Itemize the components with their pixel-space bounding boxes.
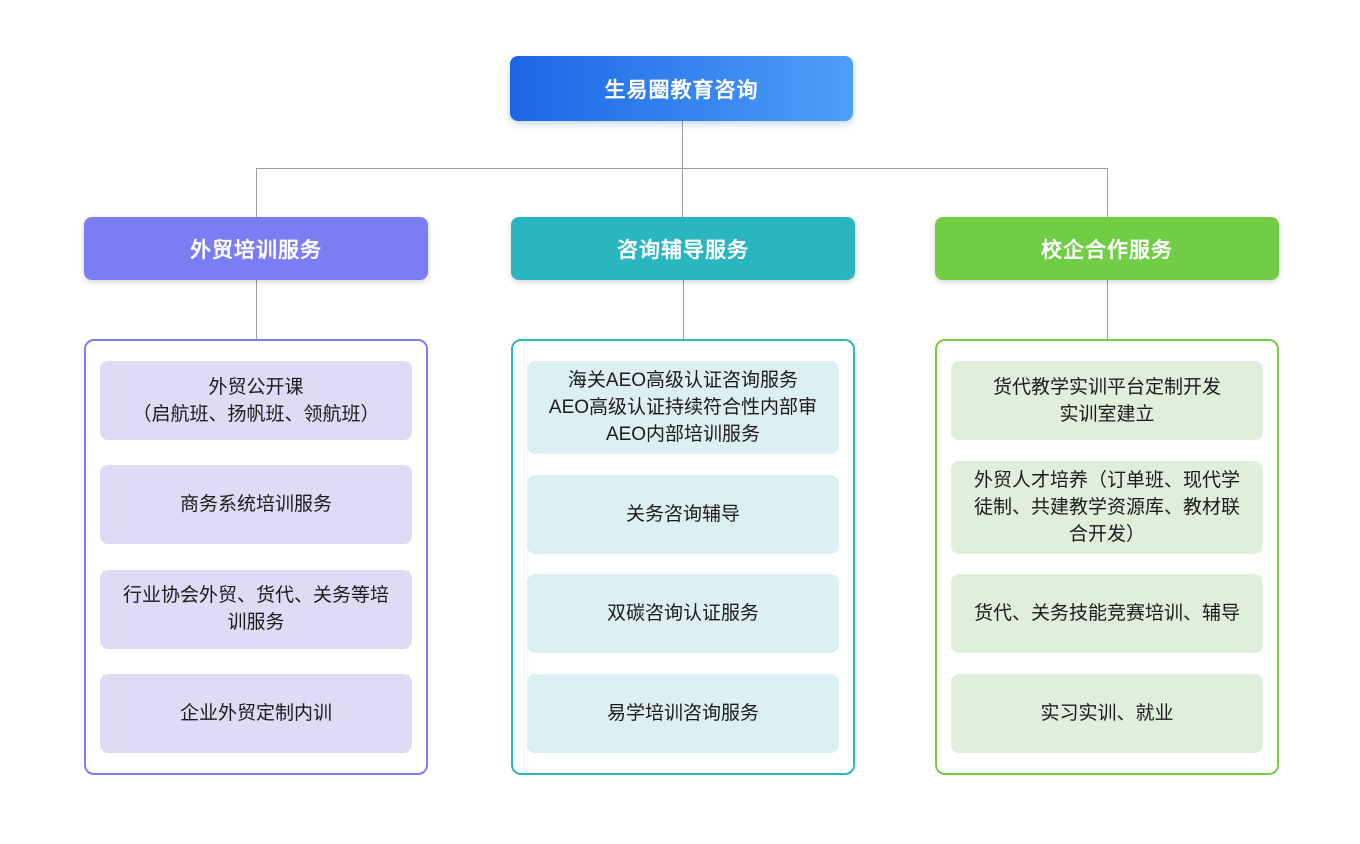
service-item: 商务系统培训服务 bbox=[100, 465, 412, 545]
branch-consulting-coaching: 咨询辅导服务 海关AEO高级认证咨询服务 AEO高级认证持续符合性内部审 AEO内部… bbox=[511, 217, 855, 775]
branch-header-consulting-coaching: 咨询辅导服务 bbox=[511, 217, 855, 280]
service-item: 关务咨询辅导 bbox=[527, 474, 839, 554]
branch-title: 外贸培训服务 bbox=[190, 238, 322, 262]
connector-line bbox=[256, 280, 257, 339]
branch-title: 咨询辅导服务 bbox=[617, 238, 749, 262]
service-item-text: 企业外贸定制内训 bbox=[179, 702, 332, 724]
service-item: 海关AEO高级认证咨询服务 AEO高级认证持续符合性内部审 AEO内部培训服务 bbox=[527, 361, 839, 454]
service-item: 企业外贸定制内训 bbox=[100, 673, 412, 753]
branch-body-trade-training: 外贸公开课 （启航班、扬帆班、领航班） 商务系统培训服务行业协会外贸、货代、关务等培… bbox=[84, 339, 428, 775]
service-item-text: 货代、关务技能竞赛培训、辅导 bbox=[973, 603, 1240, 625]
connector-line bbox=[256, 168, 257, 217]
service-item: 货代教学实训平台定制开发实训室建立 bbox=[951, 361, 1263, 440]
service-item-text: 易学培训咨询服务 bbox=[606, 702, 759, 724]
service-item-text: 海关AEO高级认证咨询服务 bbox=[567, 370, 799, 391]
branch-spacer bbox=[84, 280, 428, 339]
service-item-text: 实训室建立 bbox=[1059, 403, 1155, 425]
service-item-text: 商务系统培训服务 bbox=[179, 494, 332, 516]
branch-school-enterprise: 校企合作服务 货代教学实训平台定制开发实训室建立外贸人才培养（订单班、现代学徒制… bbox=[935, 217, 1279, 775]
service-item-text: 货代教学实训平台定制开发 bbox=[992, 376, 1221, 398]
service-item-text: 实习实训、就业 bbox=[1040, 702, 1174, 724]
service-item-text: AEO内部培训服务 bbox=[605, 424, 761, 445]
branch-body-school-enterprise: 货代教学实训平台定制开发实训室建立外贸人才培养（订单班、现代学徒制、共建教学资源… bbox=[935, 339, 1279, 775]
service-item: 双碳咨询认证服务 bbox=[527, 574, 839, 654]
connector-line bbox=[256, 168, 1107, 169]
connector-line bbox=[682, 121, 683, 217]
root-node: 生易圈教育咨询 bbox=[510, 56, 853, 121]
service-item-text: 双碳咨询认证服务 bbox=[606, 603, 759, 625]
branch-trade-training: 外贸培训服务 外贸公开课 （启航班、扬帆班、领航班） 商务系统培训服务行业协会外贸、… bbox=[84, 217, 428, 775]
branch-spacer bbox=[511, 280, 855, 339]
service-item-text: 外贸公开课 bbox=[208, 376, 304, 398]
service-item-text: AEO高级认证持续符合性内部审 bbox=[548, 397, 818, 418]
service-item-text: 关务咨询辅导 bbox=[625, 503, 740, 525]
branch-header-school-enterprise: 校企合作服务 bbox=[935, 217, 1279, 280]
branch-header-trade-training: 外贸培训服务 bbox=[84, 217, 428, 280]
service-item: 行业协会外贸、货代、关务等培训服务 bbox=[100, 569, 412, 649]
service-item: 货代、关务技能竞赛培训、辅导 bbox=[951, 574, 1263, 654]
root-title: 生易圈教育咨询 bbox=[604, 78, 759, 102]
connector-line bbox=[1107, 168, 1108, 217]
service-item: 易学培训咨询服务 bbox=[527, 673, 839, 753]
branch-body-consulting-coaching: 海关AEO高级认证咨询服务 AEO高级认证持续符合性内部审 AEO内部培训服务关务咨… bbox=[511, 339, 855, 775]
connector-line bbox=[1107, 280, 1108, 339]
connector-line bbox=[683, 280, 684, 339]
service-item: 实习实训、就业 bbox=[951, 673, 1263, 753]
branch-spacer bbox=[935, 280, 1279, 339]
service-item: 外贸公开课 （启航班、扬帆班、领航班） bbox=[100, 361, 412, 440]
service-item: 外贸人才培养（订单班、现代学徒制、共建教学资源库、教材联合开发） bbox=[951, 460, 1263, 554]
service-item-text: 外贸人才培养（订单班、现代学徒制、共建教学资源库、教材联合开发） bbox=[973, 469, 1240, 545]
service-item-text: 行业协会外贸、货代、关务等培训服务 bbox=[122, 585, 389, 634]
service-item-text: （启航班、扬帆班、领航班） bbox=[132, 403, 380, 425]
branch-title: 校企合作服务 bbox=[1041, 238, 1173, 262]
